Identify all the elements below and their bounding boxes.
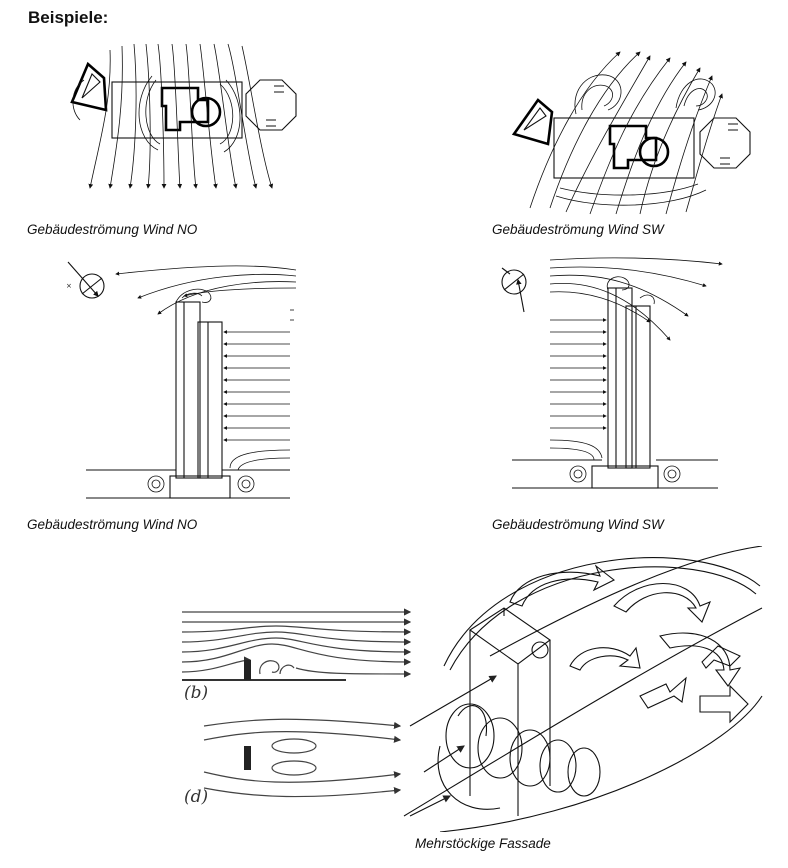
label-b: (b) <box>184 683 208 700</box>
figure-plan-wind-no <box>60 40 330 190</box>
figure-section-wind-no: × <box>58 250 308 502</box>
figure-multistorey-facade <box>400 546 770 832</box>
caption-plan-wind-no: Gebäudeströmung Wind NO <box>27 222 198 237</box>
examples-heading: Beispiele: <box>28 8 109 27</box>
figure-section-wind-sw <box>490 250 730 502</box>
caption-section-wind-sw: Gebäudeströmung Wind SW <box>492 517 664 532</box>
label-d: (d) <box>184 787 208 807</box>
figure-plan-wind-sw <box>500 48 785 218</box>
caption-plan-wind-sw: Gebäudeströmung Wind SW <box>492 222 664 237</box>
figure-b-flow-obstacle: (b) <box>176 604 416 700</box>
caption-section-wind-no: Gebäudeströmung Wind NO <box>27 517 198 532</box>
compass-icon <box>501 267 527 313</box>
compass-icon: × <box>66 261 105 299</box>
svg-text:×: × <box>66 282 72 290</box>
caption-multistorey-facade: Mehrstöckige Fassade <box>415 836 551 851</box>
figure-d-flow-plan: (d) <box>176 712 416 808</box>
